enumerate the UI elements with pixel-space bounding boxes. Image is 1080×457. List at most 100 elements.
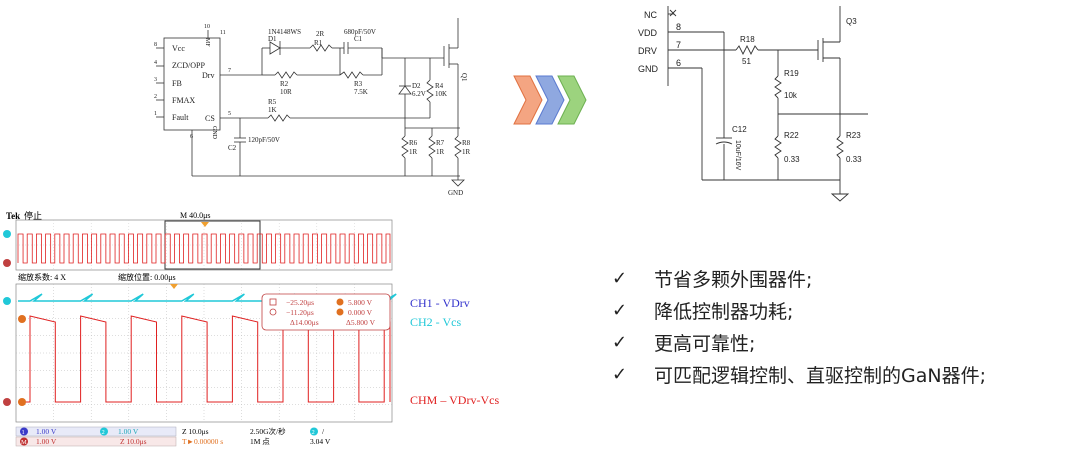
ic-pin-fb: FB (172, 79, 182, 88)
pin-num-2: 2 (154, 94, 157, 100)
schematic-left: Vcc ZCD/OPP FB FMAX Fault Drv CS GND MF … (150, 8, 480, 198)
cursor-b-icon (18, 398, 26, 406)
cursor-b-value: 0.000 V (348, 308, 373, 317)
check-icon: ✓ (612, 363, 628, 385)
list-item-text: 可匹配逻辑控制、直驱控制的GaN器件; (654, 364, 986, 387)
schematic-right: NC VDD DRV GND 8 7 6 R18 51 R19 10k C12 … (636, 4, 876, 204)
pin-num-7: 7 (228, 68, 231, 74)
scope-mode: 停止 (24, 210, 42, 221)
cursor-delta-value: Δ5.800 V (346, 318, 376, 327)
r7-value: 1R (436, 148, 445, 156)
oscilloscope-screen: Tek 停止 M 40.0μs 缩放系数: 4 X 缩放位置: 0.00μs −… (3, 210, 499, 447)
r4-ref: R4 (435, 82, 444, 90)
ic-pin-vcc: Vcc (172, 44, 185, 53)
cursor-b-time: −11.20μs (286, 308, 314, 317)
math-level-icon (3, 398, 11, 406)
arrow-green-icon (557, 75, 587, 125)
pin-drv-label: DRV (638, 46, 657, 56)
schematic-left-drawing: Vcc ZCD/OPP FB FMAX Fault Drv CS GND MF … (154, 18, 471, 197)
cursor-readout: −25.20μs −11.20μs Δ14.00μs 5.800 V 0.000… (261, 293, 391, 331)
ic-pin-fault: Fault (172, 113, 189, 122)
cursor-a-value: 5.800 V (348, 298, 373, 307)
r18-ref: R18 (740, 35, 755, 44)
ic-pin-cs: CS (205, 114, 215, 123)
r2-value: 10R (280, 88, 292, 96)
pin-num-1: 1 (154, 111, 157, 117)
pin-num-3: 3 (154, 77, 157, 83)
r4-value: 10K (435, 90, 447, 98)
feature-list: ✓节省多颗外围器件; ✓降低控制器功耗; ✓更高可靠性; ✓可匹配逻辑控制、直驱… (612, 262, 1072, 390)
r1-value: 2R (316, 30, 325, 38)
r2-ref: R2 (280, 80, 289, 88)
ch1-marker-icon (3, 259, 11, 267)
c12-value: 10uF/16V (734, 140, 741, 171)
legend-ch2: CH2 - Vcs (410, 315, 461, 329)
list-item-text: 更高可靠性; (654, 332, 756, 355)
r6-ref: R6 (409, 139, 418, 147)
cursor-a-icon (18, 315, 26, 323)
r7-ref: R7 (436, 139, 445, 147)
q3-ref: Q3 (846, 17, 857, 26)
d1-part: 1N4148WS (268, 28, 301, 36)
c1-ref: C1 (354, 35, 363, 43)
scope-brand: Tek (6, 211, 20, 221)
r6-value: 1R (409, 148, 418, 156)
svg-text:2: 2 (102, 429, 105, 436)
pin-num-8: 8 (154, 42, 157, 48)
ch1-scale: 1.00 V (36, 427, 57, 436)
r8-ref: R8 (462, 139, 471, 147)
d2-value: 6.2V (412, 90, 426, 98)
zoom-time: Z 10.0μs (182, 427, 209, 436)
svg-text:M: M (21, 439, 27, 446)
cursor-delta-time: Δ14.00μs (290, 318, 319, 327)
math-badge-icon[interactable] (20, 437, 28, 446)
list-item: ✓ 可匹配逻辑控制、直驱控制的GaN器件; (612, 358, 1072, 390)
r1-ref: R1 (314, 39, 323, 47)
scope-status-bar: 1 1.00 V 2 1.00 V M 1.00 V Z 10.0μs Z 10… (15, 426, 331, 447)
list-item-text: 降低控制器功耗; (654, 300, 794, 323)
svg-text:1: 1 (22, 429, 25, 436)
r23-value: 0.33 (846, 155, 862, 164)
cursor-a-time: −25.20μs (286, 298, 314, 307)
gnd-label: GND (448, 189, 463, 197)
scope-timebase-marker: M 40.0μs (180, 211, 211, 220)
pin-num-6: 6 (190, 134, 193, 140)
ch2-badge-icon[interactable] (100, 427, 108, 436)
r3-ref: R3 (354, 80, 363, 88)
ic-pin-gnd: GND (211, 126, 217, 140)
trigger-source: 2 (312, 429, 315, 436)
oscilloscope-capture: Tek 停止 M 40.0μs 缩放系数: 4 X 缩放位置: 0.00μs −… (0, 208, 590, 452)
trigger-level: 3.04 V (310, 437, 331, 446)
list-item: ✓节省多颗外围器件; (612, 262, 1072, 294)
r19-value: 10k (784, 91, 798, 100)
pin-vdd-label: VDD (638, 28, 658, 38)
q1-ref: Q1 (460, 73, 468, 82)
pin-gnd-label: GND (638, 64, 659, 74)
list-item-text: 节省多颗外围器件; (654, 268, 813, 291)
r22-value: 0.33 (784, 155, 800, 164)
trigger-source-icon[interactable] (310, 427, 318, 436)
overview-waveform (17, 233, 391, 264)
c2-ref: C2 (228, 144, 237, 152)
math-scale: 1.00 V (36, 437, 57, 446)
sample-rate: 2.50G次/秒 (250, 426, 286, 436)
check-icon: ✓ (612, 331, 628, 353)
r22-ref: R22 (784, 131, 799, 140)
trigger-marker-icon (201, 222, 209, 227)
d2-ref: D2 (412, 82, 421, 90)
arrow-orange-icon (513, 75, 543, 125)
list-item: ✓ 更高可靠性; (612, 326, 1072, 358)
zoom-factor: 缩放系数: 4 X (18, 272, 66, 282)
trigger-position-icon (170, 284, 178, 289)
c1-value: 680pF/50V (344, 28, 376, 36)
ch2-marker-icon (3, 230, 11, 238)
math-time: Z 10.0μs (120, 437, 147, 446)
record-length: 1M 点 (250, 437, 270, 446)
pin-nc-label: NC (644, 10, 657, 20)
c2-value: 120pF/50V (248, 136, 280, 144)
r18-value: 51 (742, 57, 751, 66)
ic-pin-drv: Drv (202, 71, 214, 80)
r8-value: 1R (462, 148, 471, 156)
pin-vdd-num: 8 (676, 22, 681, 32)
ch1-badge-icon[interactable] (20, 427, 28, 436)
